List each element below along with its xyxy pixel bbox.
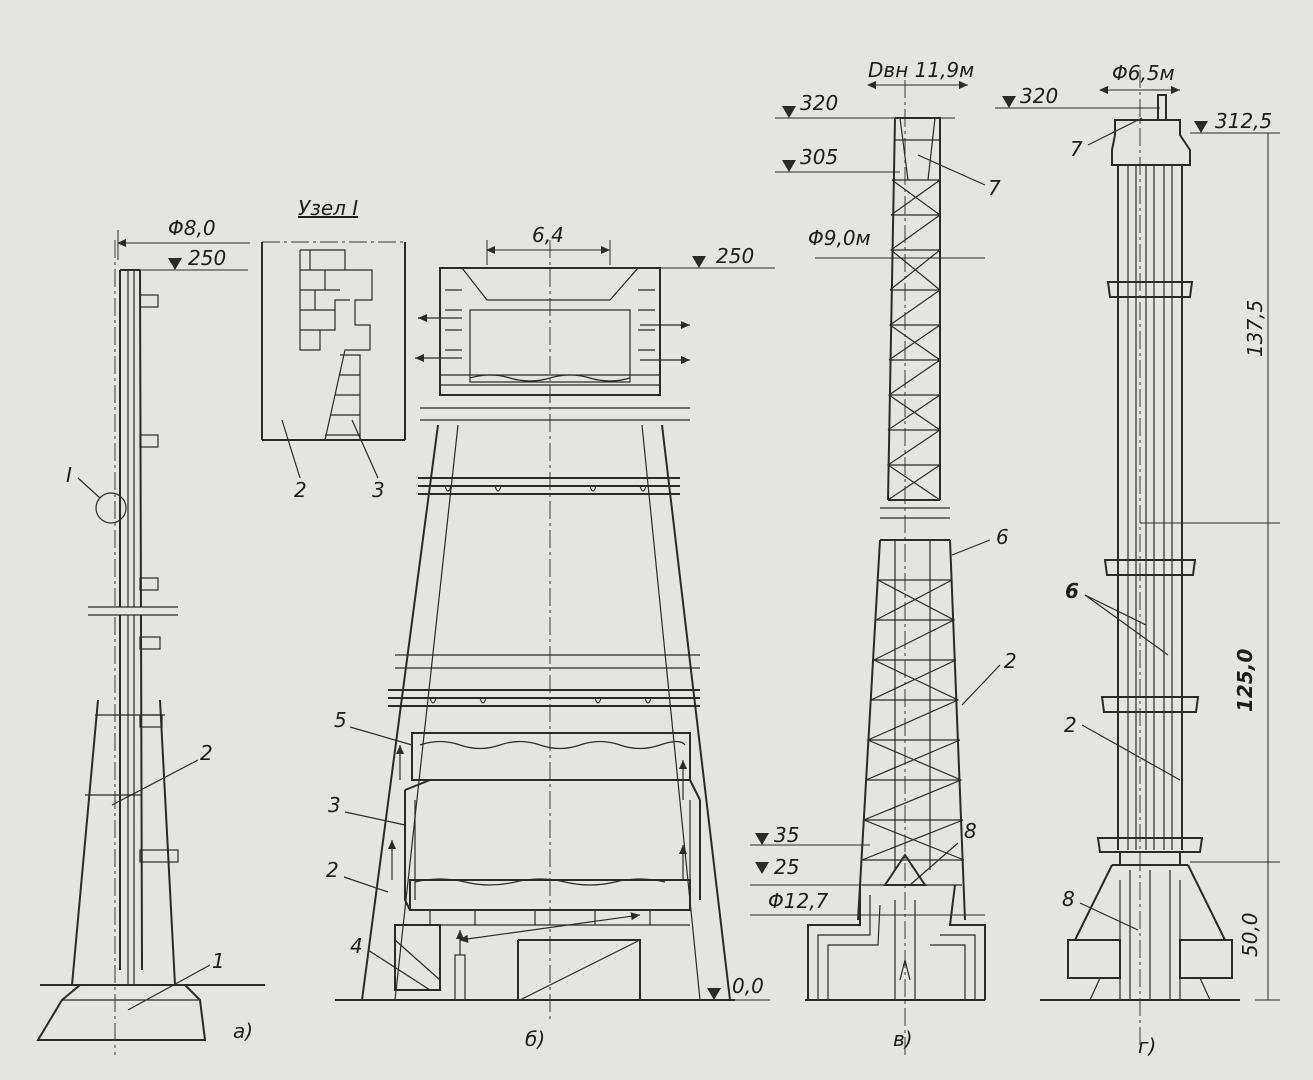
view-v: Dвн 11,9м 320 305 Φ9,0м 35 bbox=[750, 58, 1017, 1055]
elevation-305: 305 bbox=[800, 145, 838, 169]
node-callout-2: 2 bbox=[294, 478, 307, 502]
diameter-mid: Φ9,0м bbox=[808, 226, 871, 250]
view-g: Φ6,5м 320 312,5 137,5 125,0 50,0 7 bbox=[995, 61, 1280, 1058]
callout-1: 1 bbox=[212, 949, 225, 973]
elevation-top: 250 bbox=[188, 246, 226, 270]
callout-7: 7 bbox=[988, 176, 1001, 200]
callout-4: 5 bbox=[334, 708, 347, 732]
node-marker: I bbox=[66, 463, 72, 487]
segment-137: 137,5 bbox=[1243, 300, 1267, 357]
elevation-25: 25 bbox=[774, 855, 799, 879]
node-detail: Узел I 2 3 bbox=[261, 196, 406, 502]
view-b-caption: б) bbox=[525, 1027, 545, 1051]
elevation-320: 320 bbox=[800, 91, 838, 115]
elevation-320: 320 bbox=[1020, 84, 1058, 108]
view-a: I Φ8,0 250 2 1 а) bbox=[36, 216, 265, 1055]
diameter-label: Φ8,0 bbox=[168, 216, 216, 240]
elevation-35: 35 bbox=[774, 823, 799, 847]
diameter-base: Φ12,7 bbox=[768, 889, 829, 913]
elevation-top: 250 bbox=[716, 244, 754, 268]
diameter-top: Φ6,5м bbox=[1112, 61, 1175, 85]
callout-8: 8 bbox=[964, 819, 977, 843]
view-a-caption: а) bbox=[233, 1019, 253, 1043]
callout-2: 2 bbox=[326, 858, 339, 882]
callout-3: 3 bbox=[328, 793, 341, 817]
segment-50: 50,0 bbox=[1238, 912, 1262, 957]
segment-125: 125,0 bbox=[1233, 649, 1257, 712]
elevation-312: 312,5 bbox=[1215, 109, 1272, 133]
node-title: Узел I bbox=[298, 196, 358, 220]
node-callout-3: 3 bbox=[372, 478, 385, 502]
view-b: 6,4 250 bbox=[326, 223, 775, 1051]
callout-6: 6 bbox=[996, 525, 1009, 549]
callout-5: 4 bbox=[350, 934, 363, 958]
top-width: 6,4 bbox=[532, 223, 564, 247]
callout-7: 7 bbox=[1070, 137, 1083, 161]
callout-8: 8 bbox=[1062, 887, 1075, 911]
callout-2: 2 bbox=[200, 741, 213, 765]
callout-2: 2 bbox=[1064, 713, 1077, 737]
elevation-base: 0,0 bbox=[732, 974, 764, 998]
callout-2: 2 bbox=[1004, 649, 1017, 673]
view-v-caption: в) bbox=[893, 1027, 913, 1051]
inner-diameter: Dвн 11,9м bbox=[868, 58, 974, 82]
view-g-caption: г) bbox=[1138, 1034, 1156, 1058]
callout-6: 6 bbox=[1065, 579, 1079, 603]
